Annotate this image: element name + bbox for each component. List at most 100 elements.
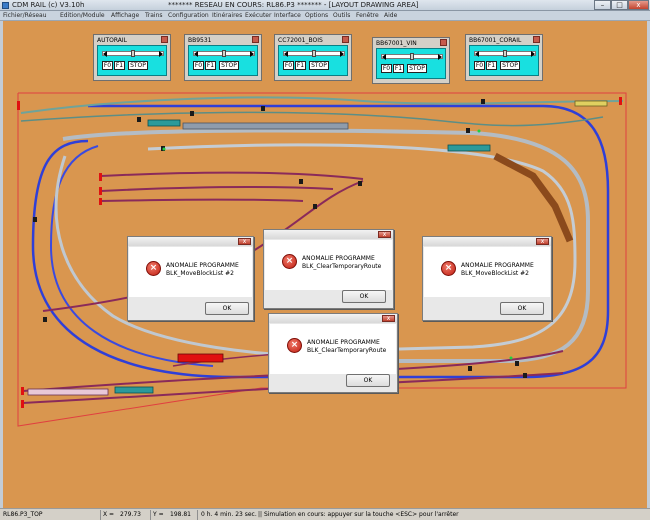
- track-top-green: [20, 96, 624, 114]
- dialog-title-text: ANOMALIE PROGRAMME: [461, 262, 534, 269]
- f1-button[interactable]: F1: [205, 61, 216, 70]
- menu-bar: Fichier/Réseau Edition/Module Affichage …: [0, 11, 650, 21]
- error-icon: ×: [282, 254, 297, 269]
- buffer-stop: [99, 187, 102, 195]
- throttle-panel-bb67001-vin[interactable]: BB67001_VIN F0 F1 STOP: [372, 37, 450, 84]
- slider-thumb[interactable]: [410, 53, 414, 60]
- menu-options[interactable]: Options: [305, 12, 329, 19]
- stop-button[interactable]: STOP: [500, 61, 520, 70]
- slider-right-arrow-icon[interactable]: [438, 54, 442, 60]
- dialog-close-button[interactable]: x: [382, 315, 395, 322]
- signal: [466, 128, 470, 133]
- track-yard-1: [100, 171, 364, 180]
- menu-fenetre[interactable]: Fenêtre: [356, 12, 379, 19]
- ok-button[interactable]: OK: [342, 290, 386, 303]
- speed-slider[interactable]: [381, 53, 443, 60]
- speed-slider[interactable]: [283, 50, 345, 57]
- speed-slider[interactable]: [102, 50, 164, 57]
- stop-button[interactable]: STOP: [219, 61, 239, 70]
- slider-thumb[interactable]: [131, 50, 135, 57]
- slider-thumb[interactable]: [312, 50, 316, 57]
- dialog-close-button[interactable]: x: [536, 238, 549, 245]
- maximize-button[interactable]: □: [611, 0, 628, 10]
- error-dialog[interactable]: x × ANOMALIE PROGRAMME BLK_ClearTemporar…: [263, 229, 394, 309]
- throttle-close-button[interactable]: [533, 36, 540, 43]
- dialog-close-button[interactable]: x: [378, 231, 391, 238]
- throttle-panel-bb9531[interactable]: BB9531 F0 F1 STOP: [184, 34, 262, 81]
- dialog-content: × ANOMALIE PROGRAMME BLK_ClearTemporaryR…: [265, 240, 392, 290]
- throttle-title: CC72001_BOIS: [278, 37, 323, 44]
- error-dialog[interactable]: x × ANOMALIE PROGRAMME BLK_MoveBlockList…: [422, 236, 552, 321]
- throttle-close-button[interactable]: [440, 39, 447, 46]
- error-dialog[interactable]: x × ANOMALIE PROGRAMME BLK_ClearTemporar…: [268, 313, 398, 393]
- layout-boundary: [17, 92, 627, 427]
- slider-left-arrow-icon[interactable]: [103, 51, 107, 57]
- f1-button[interactable]: F1: [486, 61, 497, 70]
- throttle-close-button[interactable]: [161, 36, 168, 43]
- f1-button[interactable]: F1: [114, 61, 125, 70]
- throttle-panel-autorail[interactable]: AUTORAIL F0 F1 STOP: [93, 34, 171, 81]
- menu-fichier[interactable]: Fichier/Réseau: [3, 12, 47, 19]
- minimize-button[interactable]: –: [594, 0, 611, 10]
- signal: [358, 181, 362, 186]
- menu-trains[interactable]: Trains: [145, 12, 163, 19]
- f0-button[interactable]: F0: [102, 61, 113, 70]
- stop-button[interactable]: STOP: [128, 61, 148, 70]
- throttle-title: BB67001_CORAIL: [469, 37, 522, 44]
- slider-thumb[interactable]: [503, 50, 507, 57]
- slider-left-arrow-icon[interactable]: [475, 51, 479, 57]
- slider-right-arrow-icon[interactable]: [531, 51, 535, 57]
- f0-button[interactable]: F0: [193, 61, 204, 70]
- slider-left-arrow-icon[interactable]: [284, 51, 288, 57]
- f1-button[interactable]: F1: [295, 61, 306, 70]
- title-bar: CDM RAIL (c) V3.10h ******* RESEAU EN CO…: [0, 0, 650, 11]
- menu-configuration[interactable]: Configuration: [168, 12, 209, 19]
- stop-button[interactable]: STOP: [309, 61, 329, 70]
- track-top-green-2: [20, 111, 604, 127]
- status-bar: RL86.P3_TOP X = 279.73 Y = 198.81 0 h. 4…: [0, 508, 650, 520]
- train-cyan-top: [147, 119, 181, 127]
- stop-button[interactable]: STOP: [407, 64, 427, 73]
- menu-affichage[interactable]: Affichage: [111, 12, 140, 19]
- error-dialog[interactable]: x × ANOMALIE PROGRAMME BLK_MoveBlockList…: [127, 236, 254, 321]
- throttle-panel-cc72001-bois[interactable]: CC72001_BOIS F0 F1 STOP: [274, 34, 352, 81]
- f1-button[interactable]: F1: [393, 64, 404, 73]
- slider-right-arrow-icon[interactable]: [159, 51, 163, 57]
- throttle-close-button[interactable]: [252, 36, 259, 43]
- slider-right-arrow-icon[interactable]: [340, 51, 344, 57]
- app-icon: [2, 2, 9, 9]
- f0-button[interactable]: F0: [474, 61, 485, 70]
- slider-thumb[interactable]: [222, 50, 226, 57]
- slider-left-arrow-icon[interactable]: [382, 54, 386, 60]
- layout-drawing-area[interactable]: AUTORAIL F0 F1 STOP BB9531 F0 F1 STOP: [0, 21, 650, 508]
- menu-interface[interactable]: Interface: [274, 12, 301, 19]
- f0-button[interactable]: F0: [283, 61, 294, 70]
- throttle-close-button[interactable]: [342, 36, 349, 43]
- throttle-panel-bb67001-corail[interactable]: BB67001_CORAIL F0 F1 STOP: [465, 34, 543, 81]
- throttle-title: BB67001_VIN: [376, 40, 417, 47]
- f0-button[interactable]: F0: [381, 64, 392, 73]
- close-button[interactable]: x: [628, 0, 649, 10]
- throttle-title: BB9531: [188, 37, 212, 44]
- throttle-title: AUTORAIL: [97, 37, 128, 44]
- slider-left-arrow-icon[interactable]: [194, 51, 198, 57]
- ok-button[interactable]: OK: [205, 302, 249, 315]
- speed-slider[interactable]: [474, 50, 536, 57]
- menu-edition[interactable]: Edition/Module: [60, 12, 105, 19]
- ok-button[interactable]: OK: [346, 374, 390, 387]
- menu-executer[interactable]: Exécuter: [245, 12, 272, 19]
- dialog-close-button[interactable]: x: [238, 238, 251, 245]
- track-yard-3: [100, 198, 304, 202]
- status-separator: [100, 510, 101, 520]
- status-separator: [197, 510, 198, 520]
- dialog-title-text: ANOMALIE PROGRAMME: [166, 262, 239, 269]
- speed-slider[interactable]: [193, 50, 255, 57]
- menu-aide[interactable]: Aide: [384, 12, 398, 19]
- ok-button[interactable]: OK: [500, 302, 544, 315]
- track-grey-lower: [54, 155, 334, 359]
- menu-itineraires[interactable]: Itinéraires: [212, 12, 243, 19]
- slider-right-arrow-icon[interactable]: [250, 51, 254, 57]
- menu-outils[interactable]: Outils: [333, 12, 351, 19]
- signal-light-green: [477, 129, 481, 133]
- track-grey-main: [62, 128, 590, 363]
